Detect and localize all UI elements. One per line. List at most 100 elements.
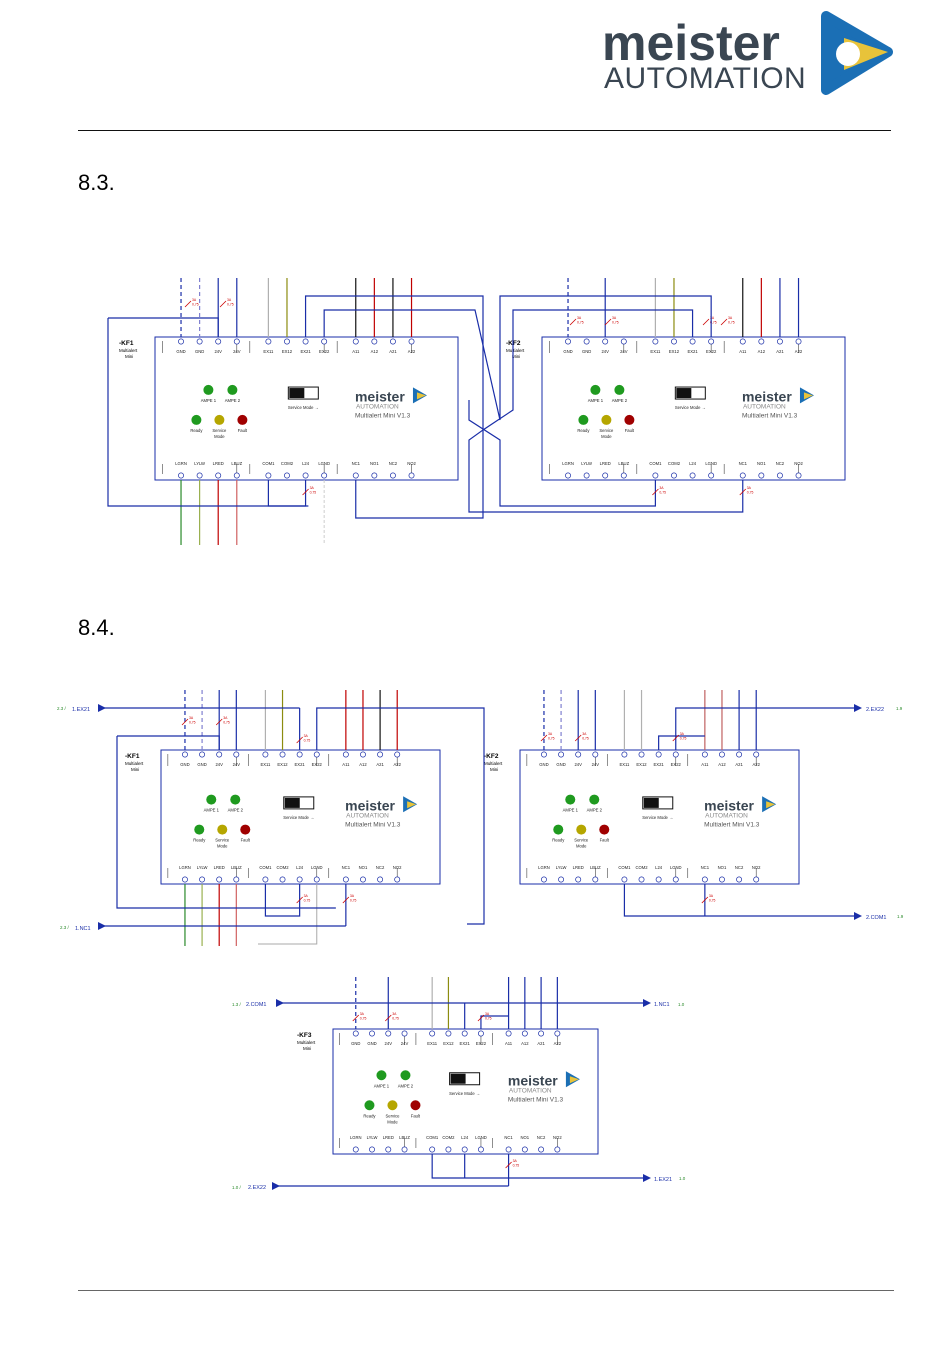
terminal-label: NC1 <box>504 1135 513 1140</box>
terminal-label: NC2 <box>389 461 398 466</box>
fuse-icon <box>352 1014 360 1022</box>
terminal-label: GND <box>582 349 591 354</box>
terminal-label: NO2 <box>407 461 416 466</box>
led-service-icon <box>387 1100 398 1111</box>
terminal-group-bracket <box>249 464 325 474</box>
cross-ref-label: 1.NC1 <box>75 926 91 932</box>
terminal-label: A22 <box>554 1041 562 1046</box>
supply-wire <box>117 735 220 750</box>
terminal-icon <box>477 1030 484 1037</box>
terminal-label: LGND <box>311 865 323 870</box>
terminal-group-bracket <box>167 754 237 766</box>
led-label: Fault <box>625 428 635 433</box>
led-service-icon <box>601 414 612 425</box>
wire-dashed <box>258 884 318 945</box>
terminal-icon <box>753 876 760 883</box>
fuse-label: 3A <box>189 716 194 720</box>
terminal-label: LGND <box>705 461 717 466</box>
cross-ref-label: 2.EX22 <box>248 1185 266 1191</box>
fuse-label: 3A <box>728 316 733 320</box>
terminal-icon <box>602 472 609 479</box>
terminal-label: LGRN <box>175 461 187 466</box>
fuse-label: 0,75 <box>227 303 234 307</box>
arrow-icon <box>272 1182 280 1190</box>
fuse-label: 3A <box>659 486 664 490</box>
terminal-icon <box>521 1146 528 1153</box>
terminal-label: EX12 <box>277 762 288 767</box>
terminal-icon <box>558 751 565 758</box>
terminal-label: NO2 <box>553 1135 562 1140</box>
module-product-label: Multialert Mini V1.3 <box>345 821 401 828</box>
terminal-label: EX21 <box>654 762 665 767</box>
led-label: Ready <box>190 428 203 433</box>
service-switch-knob <box>289 388 305 399</box>
terminal-icon <box>371 472 378 479</box>
module-brand: meister <box>508 1072 558 1088</box>
fuse-label: 3A <box>680 732 685 736</box>
terminal-group-bracket <box>328 868 398 878</box>
terminal-label: A22 <box>408 349 416 354</box>
led-service-icon <box>217 824 228 835</box>
arrow-icon <box>98 922 106 930</box>
led-fault-icon <box>240 824 251 835</box>
module-subtitle-1: Multialert <box>484 761 503 766</box>
terminal-icon <box>583 472 590 479</box>
terminal-label: LRED <box>383 1135 394 1140</box>
terminal-icon <box>182 876 188 883</box>
led-label: Ready <box>363 1113 376 1118</box>
terminal-icon <box>279 751 286 758</box>
supply-wire <box>108 317 219 337</box>
terminal-group-bracket <box>415 1033 482 1045</box>
module-tag: -KF1 <box>125 753 140 760</box>
page-ref: 1.9 <box>896 706 903 711</box>
terminal-label: LGRN <box>350 1135 362 1140</box>
fuse-label: 0,75 <box>189 721 196 725</box>
terminal-icon <box>753 751 760 758</box>
terminal-icon <box>284 472 290 479</box>
fuse-label: 0,75 <box>360 1017 367 1021</box>
fuse-label: 0,75 <box>709 899 716 903</box>
cross-ref-label: 1.EX21 <box>654 1177 672 1183</box>
terminal-label: LBUZ <box>399 1135 410 1140</box>
module-body <box>332 1028 599 1155</box>
cross-ref-label: 2.COM1 <box>866 915 886 921</box>
terminal-label: NO1 <box>521 1135 530 1140</box>
service-mode-label: Service Mode → <box>288 405 319 410</box>
interconnect-wire <box>675 707 860 750</box>
terminal-label: L24 <box>461 1135 469 1140</box>
terminal-label: LYLW <box>556 865 567 870</box>
terminal-icon <box>352 338 359 345</box>
fuse-icon <box>296 896 303 904</box>
terminal-label: NC2 <box>776 461 785 466</box>
led-fault-icon <box>599 824 610 835</box>
terminal-icon <box>461 1030 468 1037</box>
terminal-icon <box>265 472 272 479</box>
led-label: AMPE 2 <box>587 808 603 813</box>
fuse-icon <box>215 718 223 726</box>
terminal-label: COM2 <box>668 461 681 466</box>
led-ready-icon <box>191 414 202 425</box>
terminal-icon <box>377 751 384 758</box>
fuse-icon <box>342 896 350 904</box>
fuse-label: 0,75 <box>192 303 199 307</box>
section-number-8-3: 8.3. <box>78 170 115 195</box>
terminal-label: A21 <box>776 349 784 354</box>
terminal-icon <box>262 876 269 883</box>
terminal-icon <box>360 751 366 758</box>
led-fault-icon <box>410 1100 421 1111</box>
module-brand-sub: AUTOMATION <box>356 403 399 410</box>
terminal-label: NO2 <box>794 461 803 466</box>
terminal-label: LBUZ <box>231 865 242 870</box>
terminal-icon <box>233 876 240 883</box>
service-mode-label: Service Mode → <box>449 1091 480 1096</box>
led-label: Service <box>574 838 589 843</box>
page-ref: 1.3 / <box>232 1002 242 1007</box>
module-brand: meister <box>355 388 405 404</box>
module-subtitle-2: Mini <box>490 767 498 772</box>
fuse-icon <box>739 488 747 496</box>
interconnect-wire <box>323 295 712 421</box>
fuse-label: 3A <box>710 316 715 320</box>
fuse-label: 3A <box>747 486 752 490</box>
terminal-label: 24V <box>385 1041 393 1046</box>
terminal-group-bracket <box>162 341 238 353</box>
